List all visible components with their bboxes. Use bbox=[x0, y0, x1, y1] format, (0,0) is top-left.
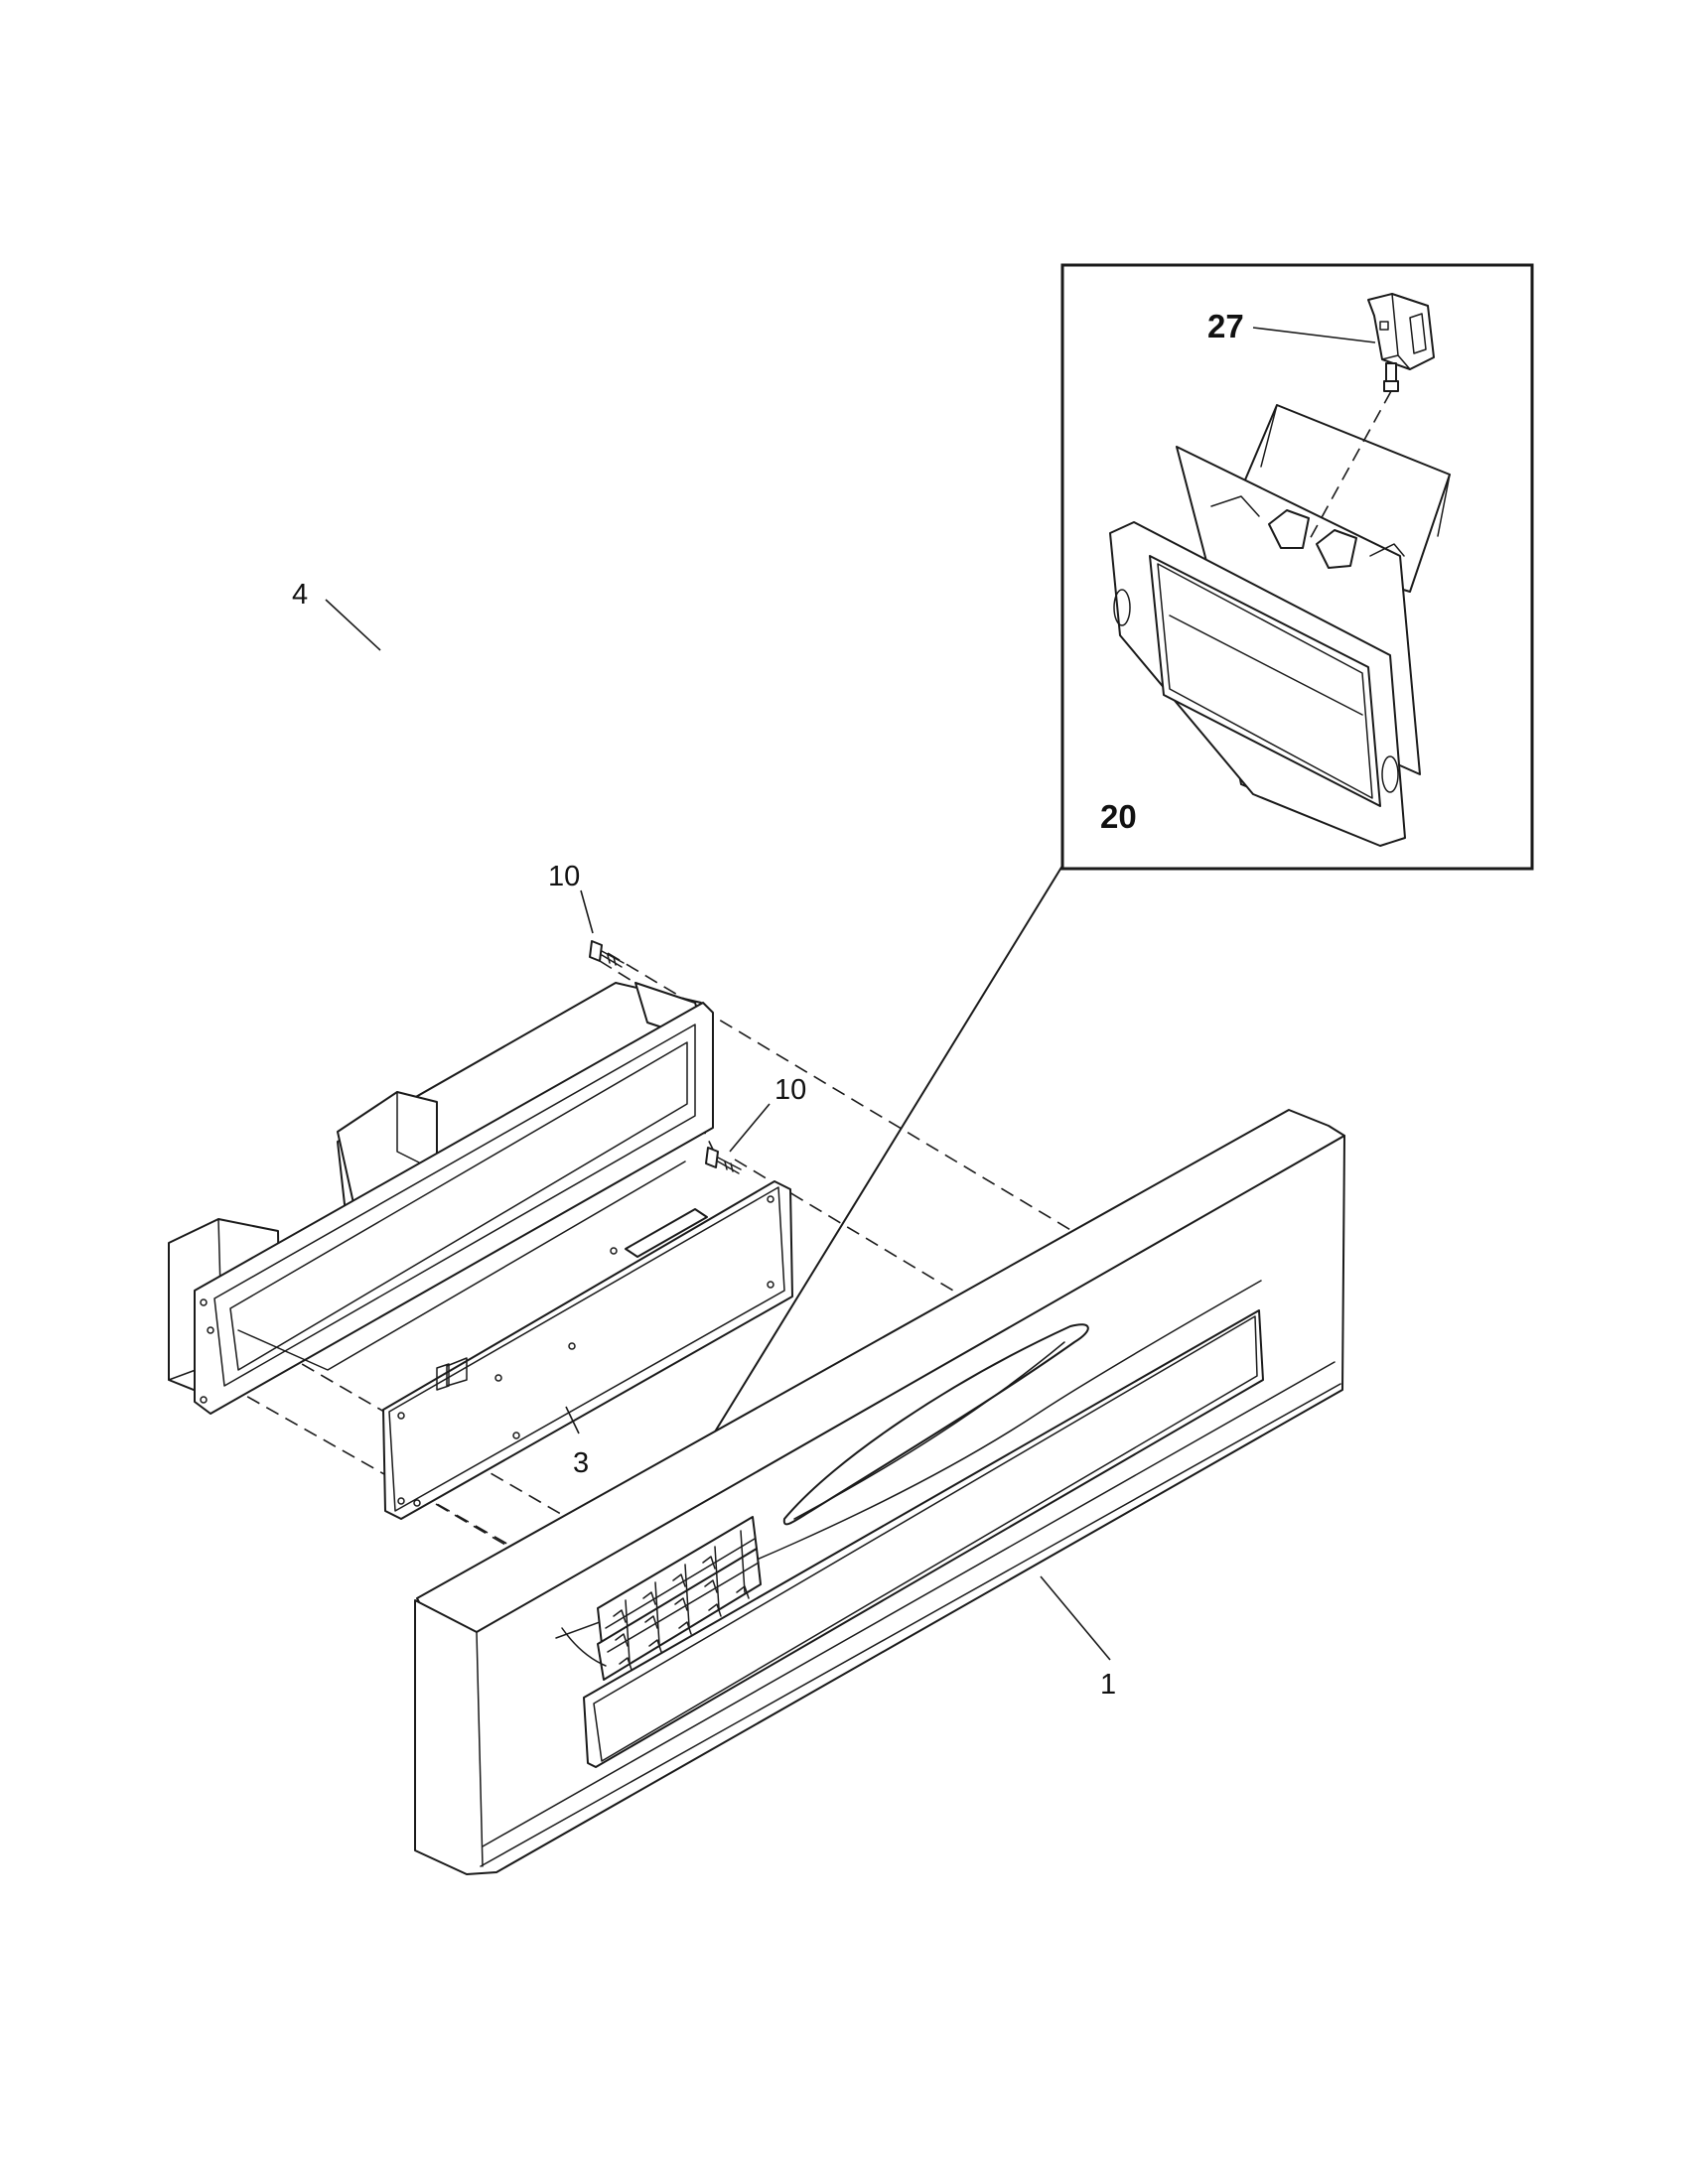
callout-3: 3 bbox=[573, 1447, 589, 1479]
callout-10-lower: 10 bbox=[774, 1074, 806, 1106]
dispenser-switch bbox=[1308, 293, 1435, 542]
callout-10-upper: 10 bbox=[548, 861, 580, 892]
board-housing bbox=[168, 982, 714, 1415]
callout-4: 4 bbox=[292, 579, 308, 611]
inset-detail-box: 27 20 bbox=[662, 263, 1534, 1517]
screw-lower bbox=[705, 1147, 742, 1174]
inset-leader-line bbox=[662, 865, 1063, 1517]
callout-1: 1 bbox=[1100, 1669, 1116, 1701]
circuit-board bbox=[382, 1180, 793, 1520]
callout-20: 20 bbox=[1100, 798, 1137, 835]
dispenser-assembly bbox=[1109, 404, 1451, 847]
callout-27: 27 bbox=[1207, 308, 1244, 344]
screw-upper bbox=[589, 940, 625, 968]
control-panel bbox=[414, 1109, 1345, 1875]
